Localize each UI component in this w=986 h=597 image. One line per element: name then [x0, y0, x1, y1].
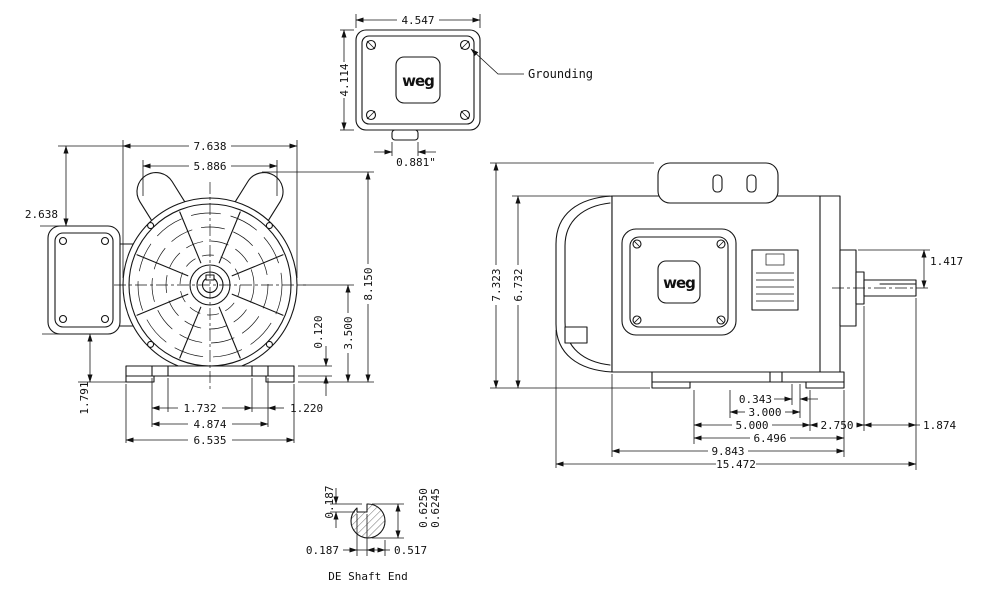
dim-c: 5.000 — [735, 419, 768, 432]
dim-a: 0.343 — [739, 393, 772, 406]
dim-overall-height: 8.150 — [362, 267, 375, 300]
nameplate — [751, 249, 799, 311]
side-feet — [651, 371, 845, 389]
dim-key-width: 0.187 — [306, 544, 339, 557]
dim-d: 2.750 — [820, 419, 853, 432]
dim-inner-width: 5.886 — [193, 160, 226, 173]
dim-slot-offset: 1.220 — [290, 402, 323, 415]
dim-foot-holes: 4.874 — [193, 418, 226, 431]
dim-e: 6.496 — [753, 432, 786, 445]
dim-shaft-length: 1.874 — [923, 419, 956, 432]
dim-b: 3.000 — [748, 406, 781, 419]
dim-body-height: 6.732 — [512, 268, 525, 301]
rim-screws — [147, 222, 273, 348]
shaft-end-detail: 0.6250 0.6245 0.187 0.187 0.517 DE Shaft… — [306, 485, 442, 583]
shaft-section — [350, 503, 386, 539]
terminal-box-top-view: weg 4.547 4.114 Grounding 0.881" — [338, 14, 593, 169]
side-weg-plate: weg — [621, 228, 737, 336]
weg-logo: weg — [657, 260, 701, 304]
dim-foot-width: 6.535 — [193, 434, 226, 447]
dim-slot-spacing: 1.732 — [183, 402, 216, 415]
weg-logo-text: weg — [663, 274, 695, 292]
weg-logo-text: weg — [402, 72, 434, 90]
front-view: 7.638 5.886 2.638 8.150 3.500 0.120 1.79… — [25, 140, 375, 447]
dim-box-height: 4.114 — [338, 63, 351, 96]
dim-key-depth: 0.187 — [323, 485, 336, 518]
shaft-end-label: DE Shaft End — [328, 570, 407, 583]
dim-overall-width: 7.638 — [193, 140, 226, 153]
conduit-boss — [391, 129, 419, 141]
terminal-box-screws — [365, 39, 471, 121]
front-terminal-box — [47, 225, 121, 335]
side-view: weg — [490, 162, 963, 471]
dim-dia-max: 0.6250 — [417, 488, 430, 528]
dim-pad-thickness: 0.120 — [312, 315, 325, 348]
dim-dia-min: 0.6245 — [429, 488, 442, 528]
fan-cover — [555, 195, 613, 373]
grounding-label: Grounding — [528, 67, 593, 81]
dim-boss: 1.417 — [930, 255, 963, 268]
dim-flat: 0.517 — [394, 544, 427, 557]
dim-box-top: 2.638 — [25, 208, 58, 221]
weg-logo: weg — [395, 56, 441, 104]
dim-f: 9.843 — [711, 445, 744, 458]
dim-shaft-height: 3.500 — [342, 316, 355, 349]
dim-box-bottom: 1.791 — [78, 381, 91, 414]
dim-box-width: 4.547 — [401, 14, 434, 27]
keyway — [356, 503, 368, 513]
side-terminal-box — [657, 162, 779, 204]
cover-tab — [564, 326, 588, 344]
dim-conduit: 0.881" — [396, 156, 436, 169]
dim-overall-length: 15.472 — [716, 458, 756, 471]
dim-overall-height-side: 7.323 — [490, 268, 503, 301]
